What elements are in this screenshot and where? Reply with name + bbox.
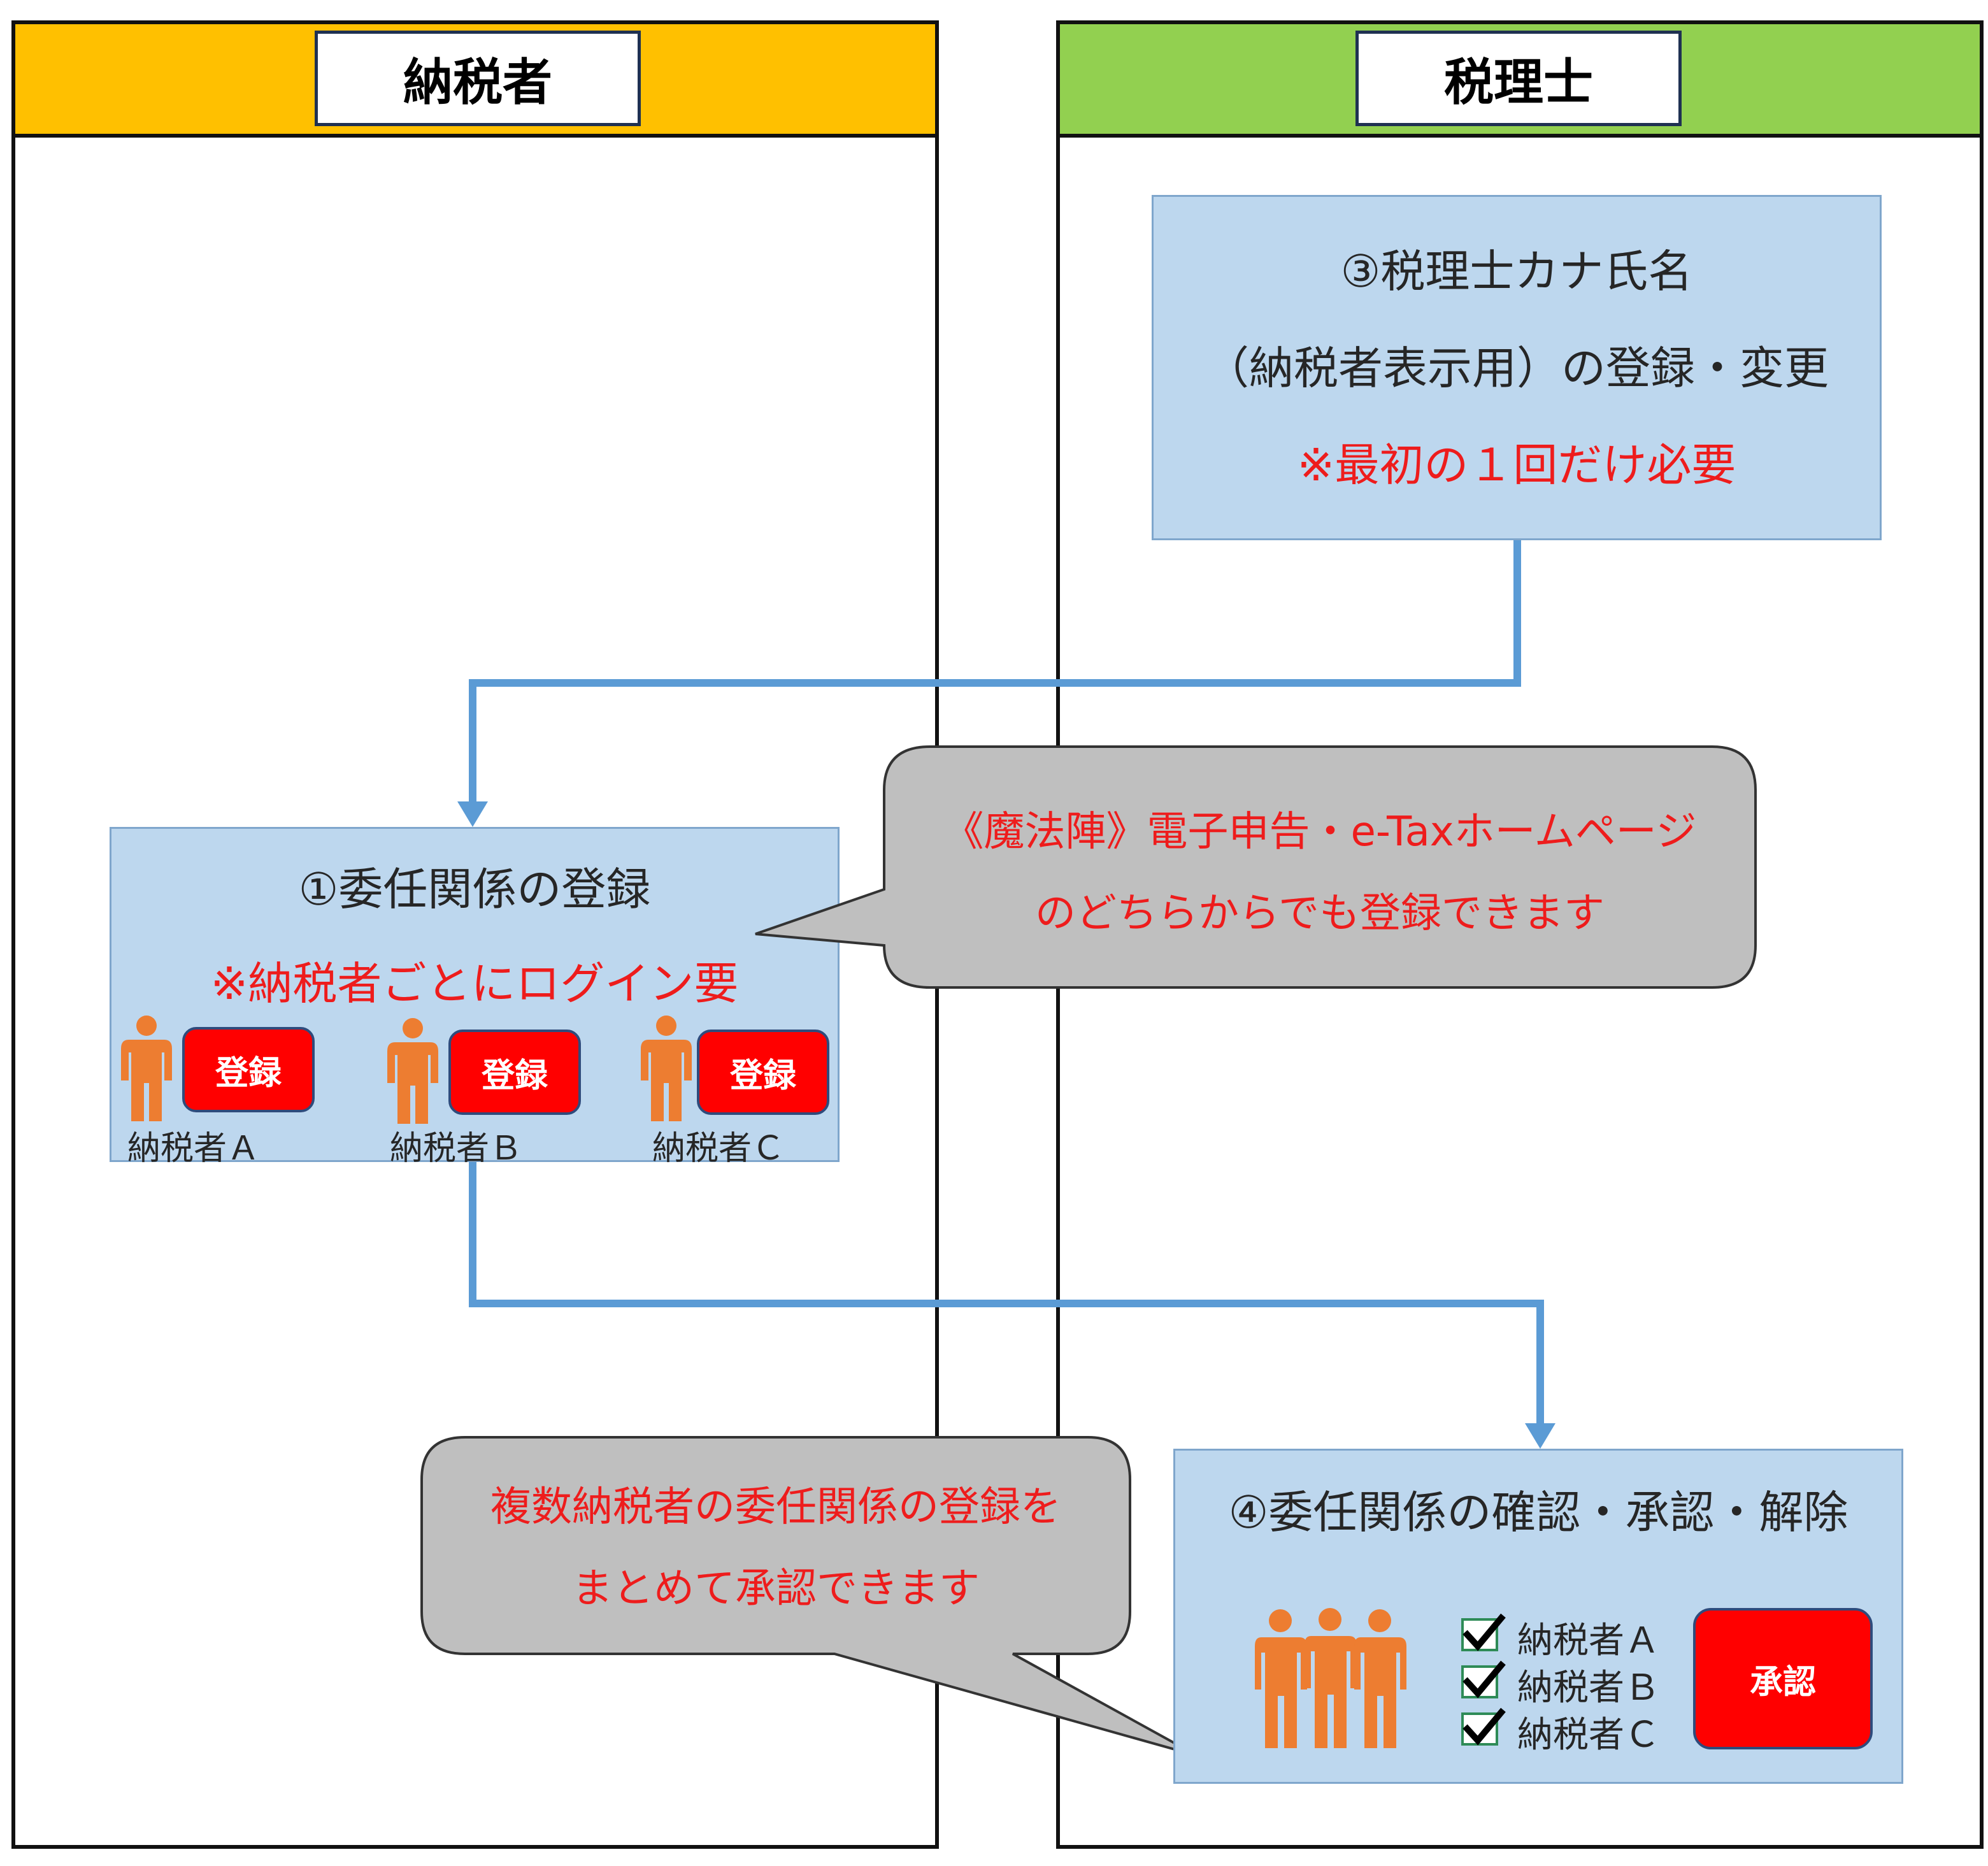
- step3-box: [1152, 195, 1882, 540]
- person-icon-c: [641, 1016, 692, 1121]
- taxpayer-lane-title: 納税者: [315, 31, 641, 126]
- person-icon-a: [121, 1016, 172, 1121]
- check-label-b: 納税者Ｂ: [1517, 1667, 1660, 1709]
- step4-title: ④委任関係の確認・承認・解除: [1228, 1486, 1849, 1539]
- person-label-a: 納税者Ａ: [127, 1130, 261, 1168]
- accountant-lane-title: 税理士: [1355, 31, 1682, 126]
- check-icon-c: [1462, 1707, 1506, 1746]
- step1-title: ①委任関係の登録: [298, 863, 651, 915]
- callout-top-line2: のどちらからでも登録できます: [1034, 890, 1605, 937]
- check-label-c: 納税者Ｃ: [1517, 1714, 1660, 1756]
- arrow-step3-to-step1: [469, 540, 1521, 804]
- register-button-a[interactable]: 登録: [182, 1027, 315, 1112]
- check-icon-a: [1462, 1613, 1506, 1651]
- step3-line2: （納税者表示用）の登録・変更: [1205, 342, 1829, 394]
- step1-note: ※納税者ごとにログイン要: [210, 958, 739, 1010]
- register-button-c[interactable]: 登録: [697, 1030, 829, 1115]
- group-icon: [1255, 1608, 1406, 1748]
- callout-bottom-line1: 複数納税者の委任関係の登録を: [490, 1484, 1061, 1531]
- arrow-step1-to-step4: [469, 1162, 1544, 1426]
- person-icon-b: [387, 1018, 438, 1124]
- person-label-b: 納税者Ｂ: [390, 1130, 523, 1168]
- callout-bottom-line2: まとめて承認できます: [572, 1565, 980, 1612]
- check-icon-b: [1462, 1660, 1506, 1698]
- arrowhead-step4: [1525, 1423, 1555, 1449]
- person-label-c: 納税者Ｃ: [652, 1130, 785, 1168]
- step3-line1: ③税理士カナ氏名: [1340, 245, 1693, 298]
- check-label-a: 納税者Ａ: [1517, 1620, 1660, 1661]
- step3-note: ※最初の１回だけ必要: [1297, 439, 1736, 491]
- arrowhead-step1: [457, 801, 488, 827]
- approve-button[interactable]: 承認: [1693, 1608, 1873, 1749]
- register-button-b[interactable]: 登録: [448, 1030, 581, 1115]
- callout-top-line1: 《魔法陣》電子申告・e-Taxホームページ: [943, 808, 1697, 856]
